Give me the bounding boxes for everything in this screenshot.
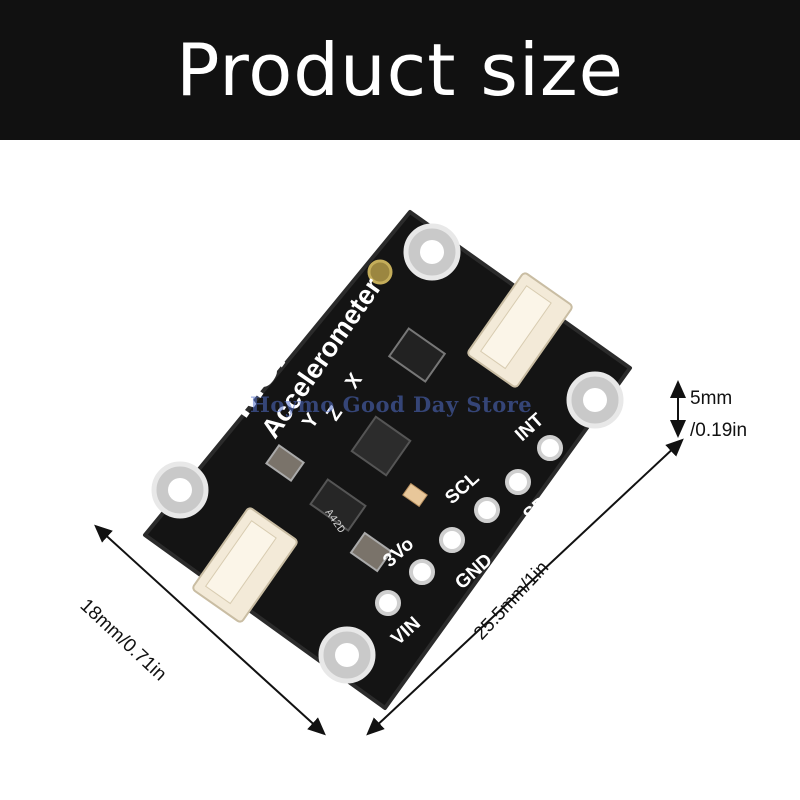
mounting-hole: [583, 388, 607, 412]
fiducial: [367, 259, 393, 285]
mounting-hole: [420, 240, 444, 264]
width-dimension-line: [94, 524, 326, 736]
pin-pad: [505, 469, 531, 495]
title-banner: Product size: [0, 0, 800, 140]
store-watermark: Hoymo Good Day Store: [250, 392, 533, 417]
length-dimension-line: [366, 438, 684, 736]
pin-pad: [409, 559, 435, 585]
thickness-dimension-label-inch: /0.19in: [690, 420, 748, 441]
mounting-hole: [168, 478, 192, 502]
pin-pad: [375, 590, 401, 616]
mounting-holes: [151, 223, 624, 684]
capacitor: [265, 443, 305, 483]
pin-pad: [474, 497, 500, 523]
thickness-dimension-label: 5mm: [690, 388, 733, 409]
page-title: Product size: [176, 28, 624, 112]
regulator-chip: [309, 478, 367, 532]
pin-pad: [537, 435, 563, 461]
connector-top: [467, 272, 573, 388]
switch-block: [387, 327, 447, 383]
mounting-hole: [335, 643, 359, 667]
pin-pad: [439, 527, 465, 553]
